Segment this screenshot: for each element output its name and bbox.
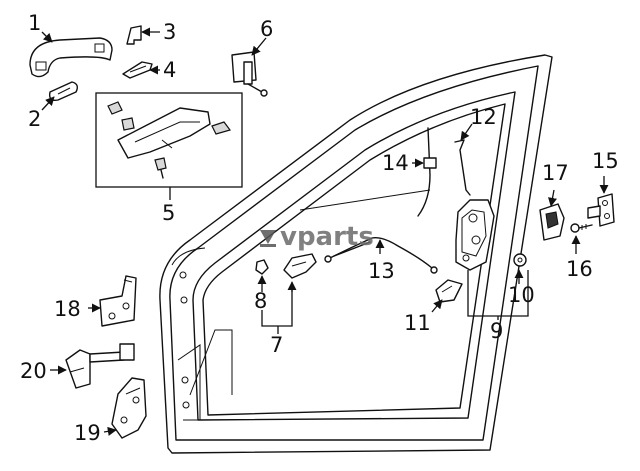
watermark-text: vparts: [280, 222, 374, 252]
callout-8: 8: [254, 289, 267, 313]
lock-rod: [417, 127, 437, 217]
door-striker: [587, 193, 615, 227]
door-check: [65, 343, 135, 389]
gasket: [122, 61, 153, 79]
callout-3: 3: [163, 20, 176, 44]
callout-13: 13: [368, 259, 395, 283]
striker-cover: [539, 203, 565, 241]
callout-16: 16: [566, 257, 593, 281]
callout-17: 17: [542, 161, 569, 185]
callout-14: 14: [382, 151, 409, 175]
handle-frame-box: [95, 92, 243, 188]
callout-5: 5: [162, 201, 175, 225]
callout-labels: 1 2 3 4 5 6 7 8 9 10 11 12 13 14 15 16 1…: [20, 11, 619, 445]
callout-4: 4: [163, 58, 176, 82]
striker-screw: [570, 223, 593, 233]
control-rod: [454, 139, 471, 196]
callout-15: 15: [592, 149, 619, 173]
outside-handle: [29, 37, 113, 78]
washer: [513, 253, 527, 267]
latch-cover: [435, 279, 463, 303]
callout-19: 19: [74, 421, 101, 445]
lower-hinge: [111, 377, 147, 439]
inside-handle-clip: [255, 259, 269, 275]
callout-2: 2: [28, 107, 41, 131]
callout-18: 18: [54, 297, 81, 321]
door-latch: [455, 199, 495, 271]
lock-cylinder: [231, 51, 268, 97]
release-cable: [324, 236, 438, 274]
vparts-watermark: vparts: [260, 222, 374, 252]
callout-20: 20: [20, 359, 47, 383]
callout-1: 1: [28, 11, 41, 35]
door-frame: [159, 54, 553, 454]
callout-11: 11: [404, 311, 431, 335]
callout-10: 10: [508, 283, 535, 307]
callout-12: 12: [470, 105, 497, 129]
leader-lines: [41, 27, 609, 436]
callout-9: 9: [490, 319, 503, 343]
inside-handle: [283, 253, 317, 279]
upper-hinge: [99, 275, 137, 327]
callout-7: 7: [270, 333, 283, 357]
clip: [126, 25, 142, 45]
vparts-logo: [260, 230, 276, 247]
callout-6: 6: [260, 17, 273, 41]
